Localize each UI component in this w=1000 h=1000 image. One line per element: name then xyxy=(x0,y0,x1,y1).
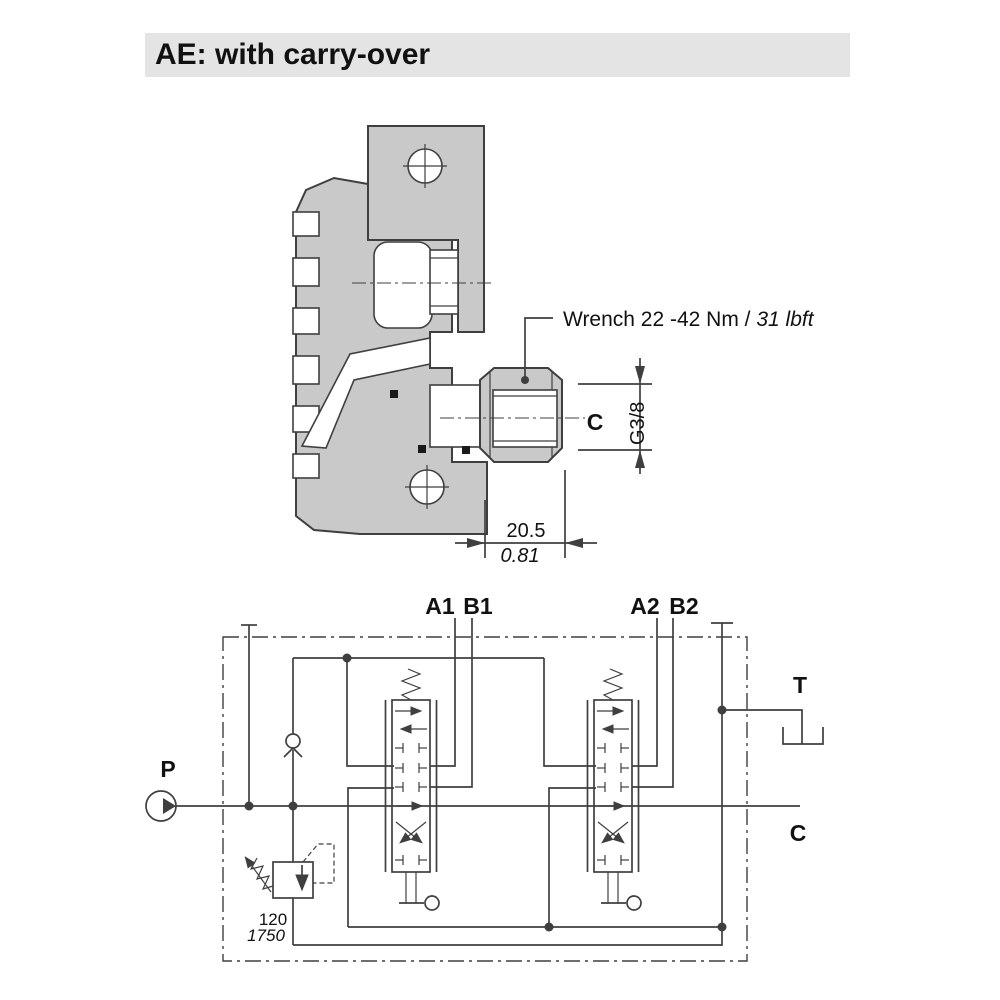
label-c: C xyxy=(790,820,807,846)
relief-pressure-psi: 1750 xyxy=(247,926,285,945)
o-ring-seals xyxy=(390,390,470,454)
thread-size-label: G3/8 xyxy=(627,402,649,445)
drawing-port-label-c: C xyxy=(587,409,604,435)
spool-valve-2 xyxy=(588,669,642,910)
work-port-lines xyxy=(430,618,674,788)
tee-riser xyxy=(711,622,733,927)
section-title: AE: with carry-over xyxy=(155,38,431,71)
torque-leader xyxy=(521,317,553,384)
title-banner: AE: with carry-over xyxy=(145,33,850,77)
valve-cross-section-drawing: Wrench 22 -42 Nm / 31 lbft C G3/8 20.5 xyxy=(292,125,815,567)
label-p: P xyxy=(160,756,175,782)
carryover-outlet-symbol xyxy=(722,709,824,745)
spool-valve-1 xyxy=(384,668,440,911)
torque-note: Wrench 22 -42 Nm / 31 lbft xyxy=(563,308,815,331)
tapped-port xyxy=(429,249,459,315)
dimension-depth-in: 0.81 xyxy=(501,545,540,567)
torque-note-imperial: 31 lbft xyxy=(756,308,814,331)
gauge-stub xyxy=(241,624,257,811)
label-b2: B2 xyxy=(669,593,698,619)
label-a2: A2 xyxy=(630,593,659,619)
bolt-hole-bottom xyxy=(405,465,449,509)
pump-symbol xyxy=(145,790,177,822)
label-a1: A1 xyxy=(425,593,455,619)
hex-fitting xyxy=(479,367,563,463)
label-t: T xyxy=(793,672,807,698)
depth-dimension: 20.5 0.81 xyxy=(455,470,597,567)
carryover-gallery xyxy=(293,653,596,767)
hydraulic-schematic: P C xyxy=(145,593,824,962)
relief-pressure-bar: 120 xyxy=(259,910,287,929)
label-b1: B1 xyxy=(463,593,493,619)
spool-bore-grooves xyxy=(292,211,320,479)
valve-block-boundary xyxy=(222,636,748,962)
check-valve-symbol xyxy=(283,658,303,811)
relief-valve-symbol xyxy=(244,806,723,946)
thread-dimension: G3/8 xyxy=(578,358,652,474)
torque-note-metric: Wrench 22 -42 Nm / xyxy=(563,308,756,331)
internal-channel xyxy=(300,337,431,449)
tank-return-lines xyxy=(347,787,727,932)
dimension-depth-mm: 20.5 xyxy=(507,520,546,542)
bolt-hole-top xyxy=(403,144,447,188)
valve-cavity xyxy=(373,241,433,329)
port-stud xyxy=(429,384,481,448)
